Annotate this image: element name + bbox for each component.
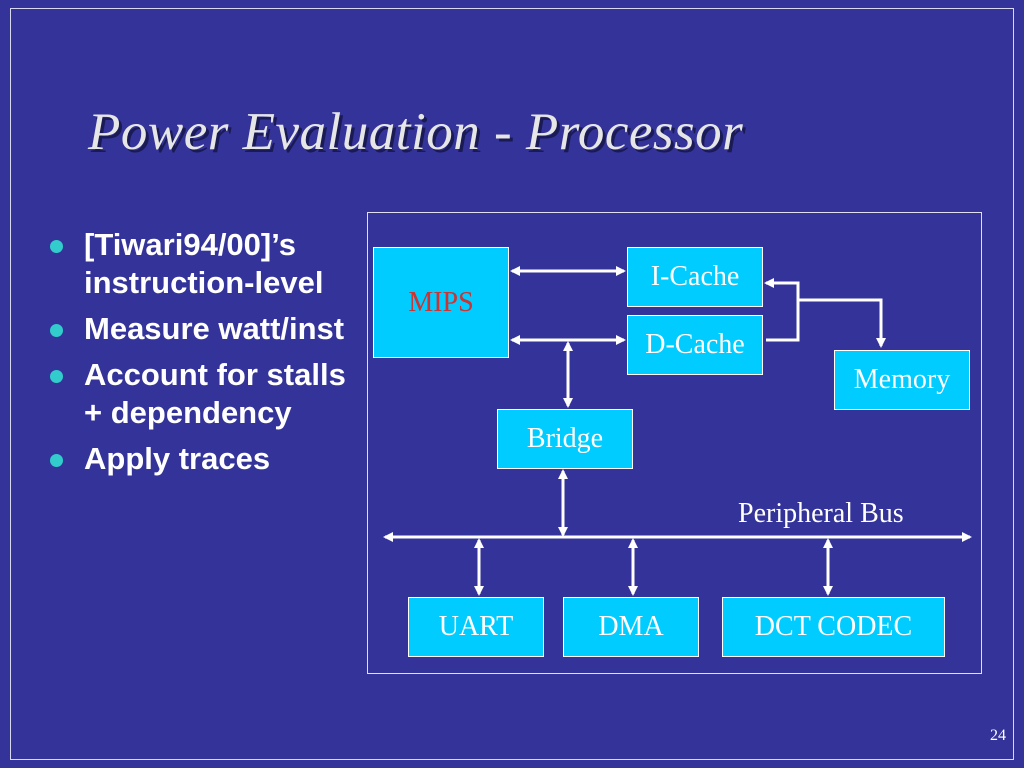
diagram-panel <box>367 212 982 674</box>
dma-block: DMA <box>563 597 699 657</box>
page-number: 24 <box>990 727 1006 744</box>
bridge-block: Bridge <box>497 409 633 469</box>
slide-frame <box>10 8 1014 760</box>
bullet-item: [Tiwari94/00]’s instruction-level <box>44 226 364 302</box>
bullet-text: Account for stalls + dependency <box>84 357 346 430</box>
dct-codec-block: DCT CODEC <box>722 597 945 657</box>
bullet-dot-icon <box>50 454 63 467</box>
bullet-text: Apply traces <box>84 441 271 476</box>
mips-block: MIPS <box>373 247 509 358</box>
slide-title: Power Evaluation - Processor <box>88 103 744 161</box>
dcache-block: D-Cache <box>627 315 763 375</box>
bullet-item: Apply traces <box>44 440 364 478</box>
bullet-text: Measure watt/inst <box>84 311 345 346</box>
icache-block: I-Cache <box>627 247 763 307</box>
peripheral-bus-label: Peripheral Bus <box>738 498 904 529</box>
bullet-dot-icon <box>50 370 63 383</box>
uart-block: UART <box>408 597 544 657</box>
bullet-list: [Tiwari94/00]’s instruction-level Measur… <box>44 226 364 486</box>
bullet-text: [Tiwari94/00]’s instruction-level <box>84 227 324 300</box>
memory-block: Memory <box>834 350 970 410</box>
bullet-dot-icon <box>50 324 63 337</box>
bullet-dot-icon <box>50 240 63 253</box>
bullet-item: Account for stalls + dependency <box>44 356 364 432</box>
bullet-item: Measure watt/inst <box>44 310 364 348</box>
